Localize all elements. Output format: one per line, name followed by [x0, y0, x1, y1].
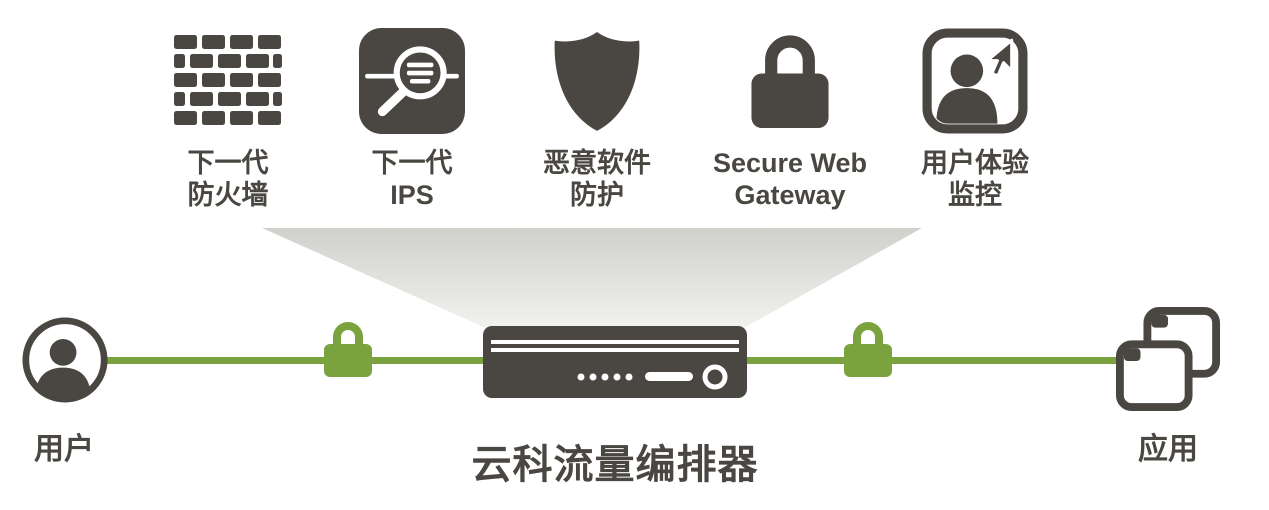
service-uem: 用户体验 监控: [875, 22, 1075, 212]
green-padlock-icon: [324, 322, 372, 377]
ips-magnifier-icon: [359, 28, 465, 134]
service-swg: Secure Web Gateway: [690, 22, 890, 212]
service-ngfw-label: 下一代 防火墙: [188, 148, 269, 212]
green-padlock-icon: [844, 322, 892, 377]
service-ips-label-line2: IPS: [390, 179, 434, 210]
appliance-title: 云科流量编排器: [471, 443, 759, 487]
service-ips-iconbox: [359, 22, 465, 140]
service-malware-label-line2: 防护: [570, 179, 624, 210]
service-swg-label-line2: Gateway: [734, 179, 846, 210]
service-ngfw-iconbox: [174, 22, 282, 140]
service-swg-label: Secure Web Gateway: [713, 148, 867, 212]
appliance-device: [483, 322, 747, 403]
service-malware-label-line1: 恶意软件: [543, 148, 651, 178]
service-malware-iconbox: [549, 22, 645, 140]
user-experience-monitor-icon: [922, 28, 1028, 134]
gateway-lock-icon: [751, 35, 829, 128]
service-ips-label: 下一代 IPS: [372, 148, 453, 212]
service-uem-label-line1: 用户体验: [921, 148, 1029, 178]
service-ngfw: 下一代 防火墙: [128, 22, 328, 212]
applications-windows-icon: [1115, 307, 1221, 412]
appliance-chassis-icon: [483, 326, 747, 398]
user-endpoint-label: 用户: [34, 433, 94, 466]
service-malware-label: 恶意软件 防护: [543, 148, 651, 212]
service-ngfw-label-line1: 下一代: [187, 148, 269, 178]
encryption-lock-right: [840, 317, 896, 386]
service-ips-label-line1: 下一代: [371, 148, 453, 178]
service-swg-iconbox: [743, 22, 837, 140]
funnel-shape: [262, 228, 922, 328]
user-endpoint: [22, 317, 108, 408]
applications-endpoint: [1114, 307, 1222, 418]
service-malware-protection: 恶意软件 防护: [497, 22, 697, 212]
user-person-circle-icon: [22, 317, 108, 403]
encryption-lock-left: [320, 317, 376, 386]
service-ips: 下一代 IPS: [312, 22, 512, 212]
malware-shield-icon: [554, 32, 640, 131]
service-uem-iconbox: [922, 22, 1028, 140]
service-uem-label-line2: 监控: [948, 179, 1002, 210]
service-ngfw-label-line2: 防火墙: [187, 179, 269, 210]
service-uem-label: 用户体验 监控: [921, 148, 1029, 212]
service-swg-label-line1: Secure Web: [712, 148, 868, 178]
applications-endpoint-label: 应用: [1138, 433, 1198, 466]
firewall-brick-wall-icon: [174, 35, 282, 125]
